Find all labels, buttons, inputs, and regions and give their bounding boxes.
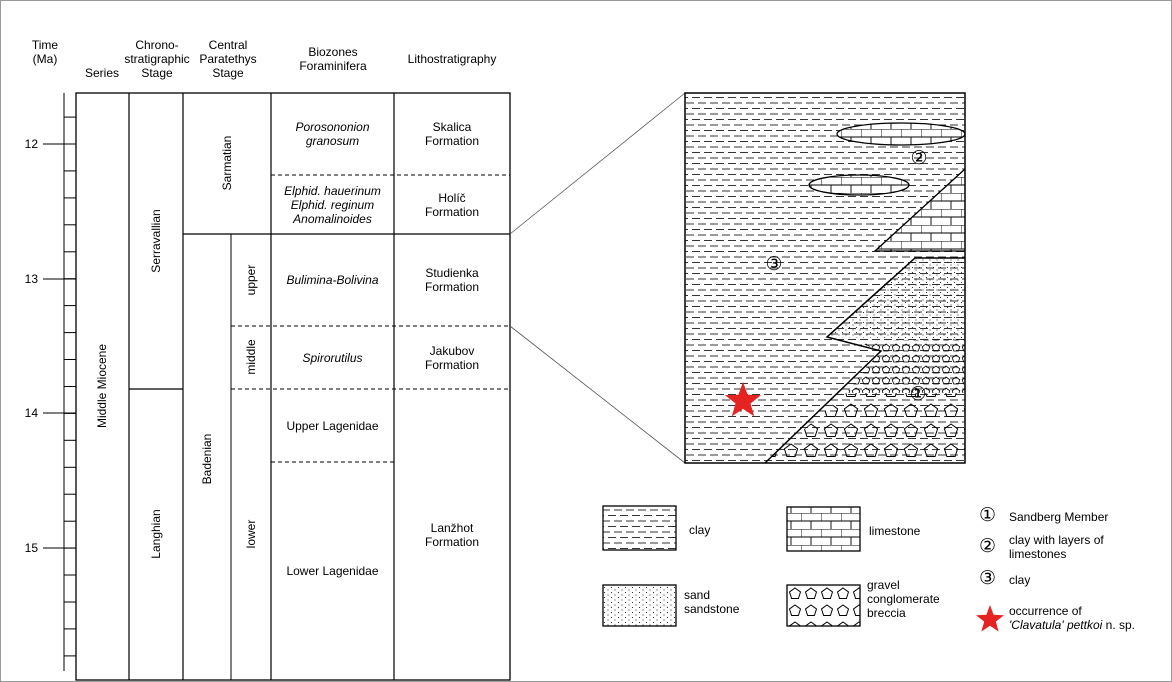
stratigraphic-table xyxy=(75,92,511,681)
substage-upper: upper xyxy=(244,264,258,296)
stage-badenian: Badenian xyxy=(200,433,214,485)
note-1-text: Sandberg Member xyxy=(1009,510,1109,524)
substage-lower: lower xyxy=(244,519,258,549)
legend-limestone-label: limestone xyxy=(869,524,921,538)
legend-sand-swatch xyxy=(602,584,677,627)
biozone-upper-lagenidae: Upper Lagenidae xyxy=(286,418,379,433)
time-tick-15: 15 xyxy=(24,541,38,555)
biozone-spirorutilus: Spirorutilus xyxy=(302,350,363,365)
biozone-bulimina-bolivina: Bulimina-Bolivina xyxy=(286,273,379,287)
lithology-section xyxy=(684,92,966,464)
note-3-text: clay xyxy=(1009,573,1031,587)
time-tick-14: 14 xyxy=(24,406,38,420)
marker-2-icon: ② xyxy=(910,148,928,169)
note-2-icon: ② xyxy=(979,536,997,557)
time-tick-12: 12 xyxy=(24,137,38,151)
note-3-icon: ③ xyxy=(979,568,997,589)
header-lithostratigraphy: Lithostratigraphy xyxy=(407,52,497,66)
stage-serravallian: Serravallian xyxy=(149,209,163,273)
substage-middle: middle xyxy=(244,339,258,375)
legend-clay-label: clay xyxy=(689,523,711,537)
legend-limestone-swatch xyxy=(786,506,861,552)
note-occurrence-text: occurrence of 'Clavatula' pettkoi n. sp. xyxy=(1009,604,1135,632)
occurrence-star-icon xyxy=(724,382,762,417)
stage-langhian: Langhian xyxy=(149,509,163,559)
header-time: Time(Ma) xyxy=(31,38,59,66)
series-middle-miocene: Middle Miocene xyxy=(95,343,109,429)
biozone-lower-lagenidae: Lower Lagenidae xyxy=(286,564,379,578)
note-1-icon: ① xyxy=(979,505,997,526)
header-series: Series xyxy=(84,66,119,80)
zoom-connectors xyxy=(509,92,686,464)
time-tick-13: 13 xyxy=(24,272,38,286)
legend-gravel-swatch xyxy=(786,584,861,627)
stage-sarmatian: Sarmatian xyxy=(220,135,234,191)
marker-1-icon: ① xyxy=(909,384,927,405)
time-axis xyxy=(43,93,76,671)
legend-star-icon xyxy=(976,605,1004,632)
legend-clay-swatch xyxy=(602,505,677,551)
legend-swatches xyxy=(602,505,1004,632)
marker-3-icon: ③ xyxy=(765,254,783,275)
